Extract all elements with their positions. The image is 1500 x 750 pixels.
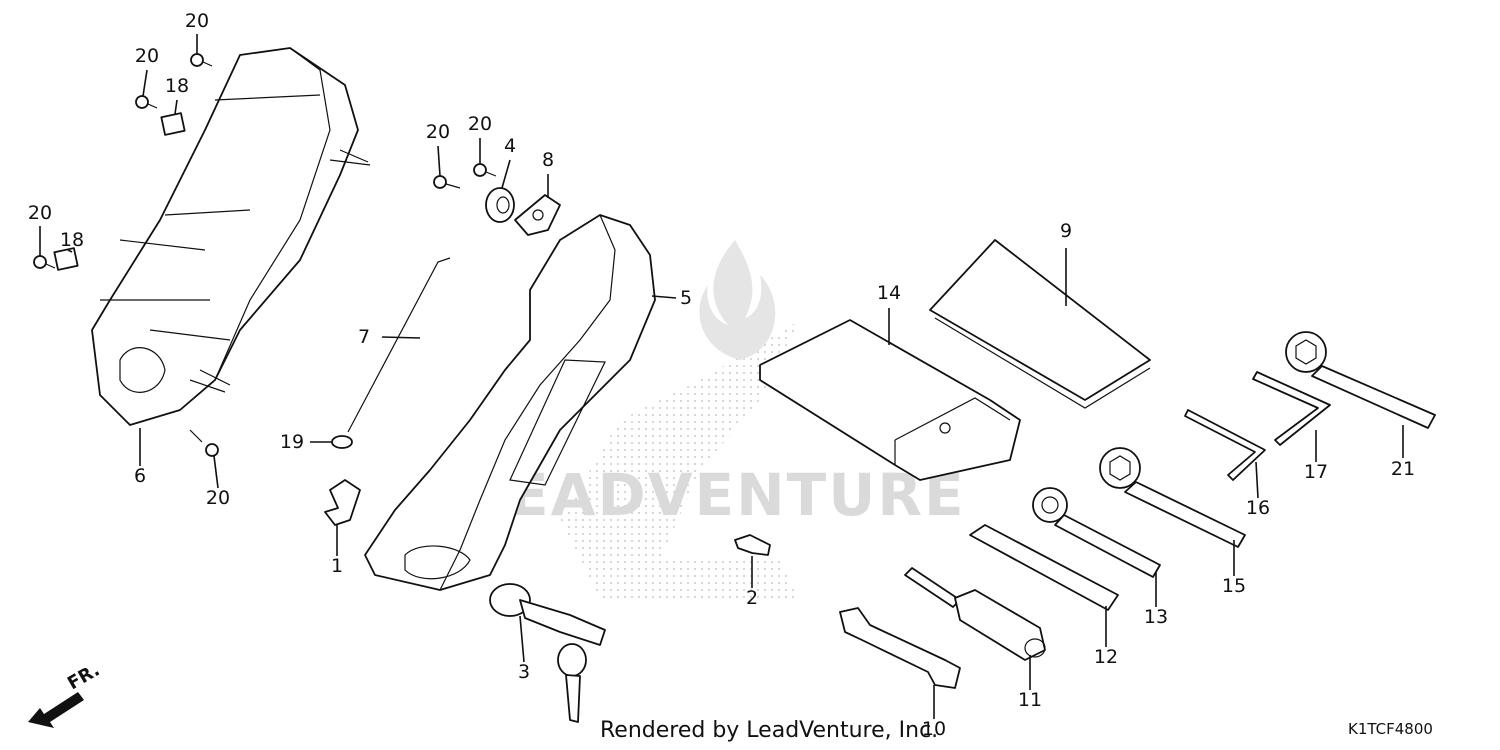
render-credit: Rendered by LeadVenture, Inc. [600, 718, 939, 743]
front-direction-label: FR. [64, 659, 103, 694]
callout-number: 20 [135, 45, 159, 67]
callout-number: 21 [1391, 458, 1415, 480]
callout-number: 20 [185, 10, 209, 32]
callout-number: 18 [165, 75, 189, 97]
part-4-latch-roller [485, 187, 515, 223]
fastener-screw-20-a [190, 53, 213, 67]
watermark-wing-shape [560, 320, 800, 600]
leader-line [142, 69, 148, 97]
part-6-storage-box [91, 47, 371, 426]
watermark-text: LEADVENTURE [470, 461, 966, 529]
leader-line [437, 145, 441, 177]
part-1-clip [324, 479, 361, 526]
callout-number: 13 [1144, 606, 1168, 628]
callout-number: 14 [877, 282, 901, 304]
part-10-open-end-wrench [839, 607, 961, 689]
leader-line [519, 615, 525, 663]
part-13-ring-wrench [1032, 487, 1161, 578]
watermark-flame-icon [699, 240, 776, 360]
part-5-storage-lid [364, 214, 656, 591]
callout-number: 8 [542, 149, 554, 171]
callout-number: 1 [331, 555, 343, 577]
leader-line [501, 159, 511, 189]
callout-number: 10 [922, 718, 946, 740]
part-16-hex-key [1184, 409, 1266, 481]
leader-line [1255, 461, 1259, 499]
part-2-fuse-clip [734, 534, 771, 556]
leader-line [174, 99, 178, 115]
diagram-code: K1TCF4800 [1348, 720, 1433, 738]
fastener-screw-20-d [189, 429, 219, 457]
fastener-screw-20-c [33, 255, 56, 269]
callout-number: 5 [680, 287, 692, 309]
part-7-support-rod [347, 257, 451, 433]
front-direction-arrow-icon: FR. [28, 659, 103, 728]
callout-number: 2 [746, 587, 758, 609]
fastener-screw-20-f [473, 163, 497, 177]
callout-number: 3 [518, 661, 530, 683]
part-8-latch-plate [514, 194, 561, 236]
fastener-nut-18-b [53, 247, 79, 271]
callout-number: 18 [60, 229, 84, 251]
part-17-hex-key [1252, 371, 1331, 446]
part-19-grommet [331, 435, 353, 449]
callout-number: 4 [504, 135, 516, 157]
part-14-tool-bag [759, 319, 1021, 481]
fastener-screw-20-e [433, 175, 461, 189]
callout-number: 20 [468, 113, 492, 135]
part-12-tool-bar [969, 524, 1119, 611]
part-15-ring-wrench [1099, 447, 1246, 548]
part-3-key-cylinder [489, 583, 606, 646]
callout-number: 20 [28, 202, 52, 224]
key-icon [557, 643, 587, 723]
callout-number: 17 [1304, 461, 1328, 483]
fastener-nut-18-a [160, 112, 186, 136]
watermark: LEADVENTURE [470, 240, 966, 600]
leader-line [651, 295, 677, 299]
leader-line [381, 336, 421, 339]
callout-number: 7 [358, 326, 370, 348]
part-9-manual-card [929, 239, 1151, 409]
part-21-ring-wrench [1285, 331, 1436, 429]
leader-line [213, 455, 219, 489]
callout-number: 6 [134, 465, 146, 487]
callout-number: 19 [280, 431, 304, 453]
leader-line [67, 249, 73, 253]
fastener-screw-20-b [135, 95, 158, 109]
callout-number: 20 [426, 121, 450, 143]
callout-number: 12 [1094, 646, 1118, 668]
part-11-spark-plug-wrench [904, 567, 1046, 661]
callout-number: 11 [1018, 689, 1042, 711]
callout-number: 9 [1060, 220, 1072, 242]
callout-number: 20 [206, 487, 230, 509]
callout-number: 15 [1222, 575, 1246, 597]
callout-number: 16 [1246, 497, 1270, 519]
